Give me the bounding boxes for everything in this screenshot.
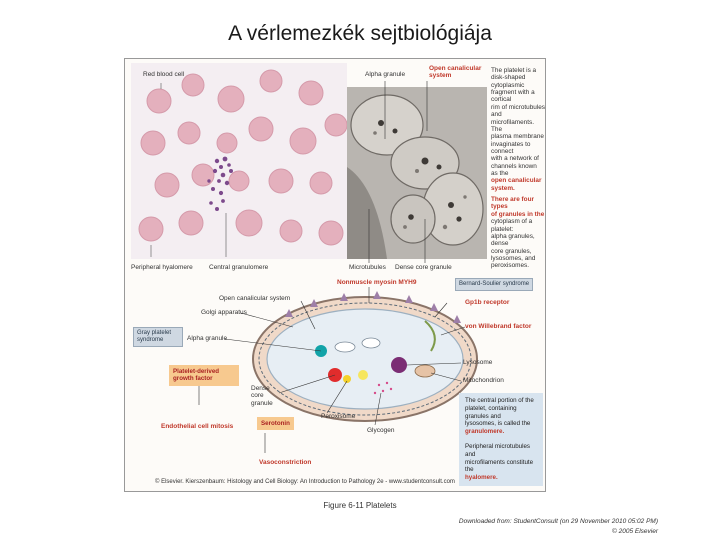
figure-caption: Figure 6-11 Platelets [323,501,397,510]
label-alpha-granule-em: Alpha granule [365,71,406,78]
label-central-granulomere: Central granulomere [209,264,269,271]
label-alpha-granule-diagram: Alpha granule [187,335,228,342]
label-vasoconstriction: Vasoconstriction [259,459,312,466]
platelet-description: The platelet is a disk-shaped cytoplasmi… [491,67,545,270]
blood-smear-image [131,63,347,259]
label-peripheral-hyalomere: Peripheral hyalomere [131,264,193,271]
label-open-canalicular-diagram: Open canalicular system [219,295,291,302]
micrograph-leader-lines [368,81,428,263]
box-bernard-soulier: Bernard-Soulier syndrome [455,278,534,292]
figure-credit: © Elsevier. Kierszenbaum: Histology and … [155,479,455,485]
label-endothelial-cell-mitosis: Endothelial cell mitosis [161,423,234,430]
download-note: Downloaded from: StudentConsult (on 29 N… [458,518,658,525]
note-granulomere: The central portion of the platelet, con… [459,393,543,440]
platelet-diagram [198,287,478,453]
label-peroxisome: Peroxisome [321,413,356,420]
box-serotonin: Serotonin [257,417,294,431]
box-platelet-derived-growth-factor: Platelet-derived growth factor [169,365,239,386]
label-lysosome: Lysosome [463,359,493,366]
label-golgi-apparatus: Golgi apparatus [201,309,247,316]
label-mitochondrion: Mitochondrion [463,377,504,384]
label-dense-core-granule-em: Dense core granule [395,264,452,271]
note-hyalomere: Peripheral microtubules and microfilamen… [459,439,543,486]
label-glycogen: Glycogen [367,427,395,434]
label-microtubules: Microtubules [349,264,386,271]
slide-title: A vérlemezkék sejtbiológiája [228,22,492,45]
label-open-canalicular-em: Open canalicular system [429,65,482,80]
electron-micrograph-image [347,87,487,259]
box-gray-platelet-syndrome: Gray platelet syndrome [133,327,183,348]
label-gp1b-receptor: Gp1b receptor [465,299,510,306]
label-red-blood-cell: Red blood cell [143,71,185,78]
label-nonmuscle-myosin: Nonmuscle myosin MYH9 [337,279,417,286]
label-von-willebrand: von Willebrand factor [465,323,532,330]
label-dense-core-granule-diagram: Dense core granule [251,385,273,407]
figure-panel: Red blood cell Peripheral hyalomere Cent… [124,58,546,492]
copyright-note: © 2005 Elsevier [612,528,658,535]
